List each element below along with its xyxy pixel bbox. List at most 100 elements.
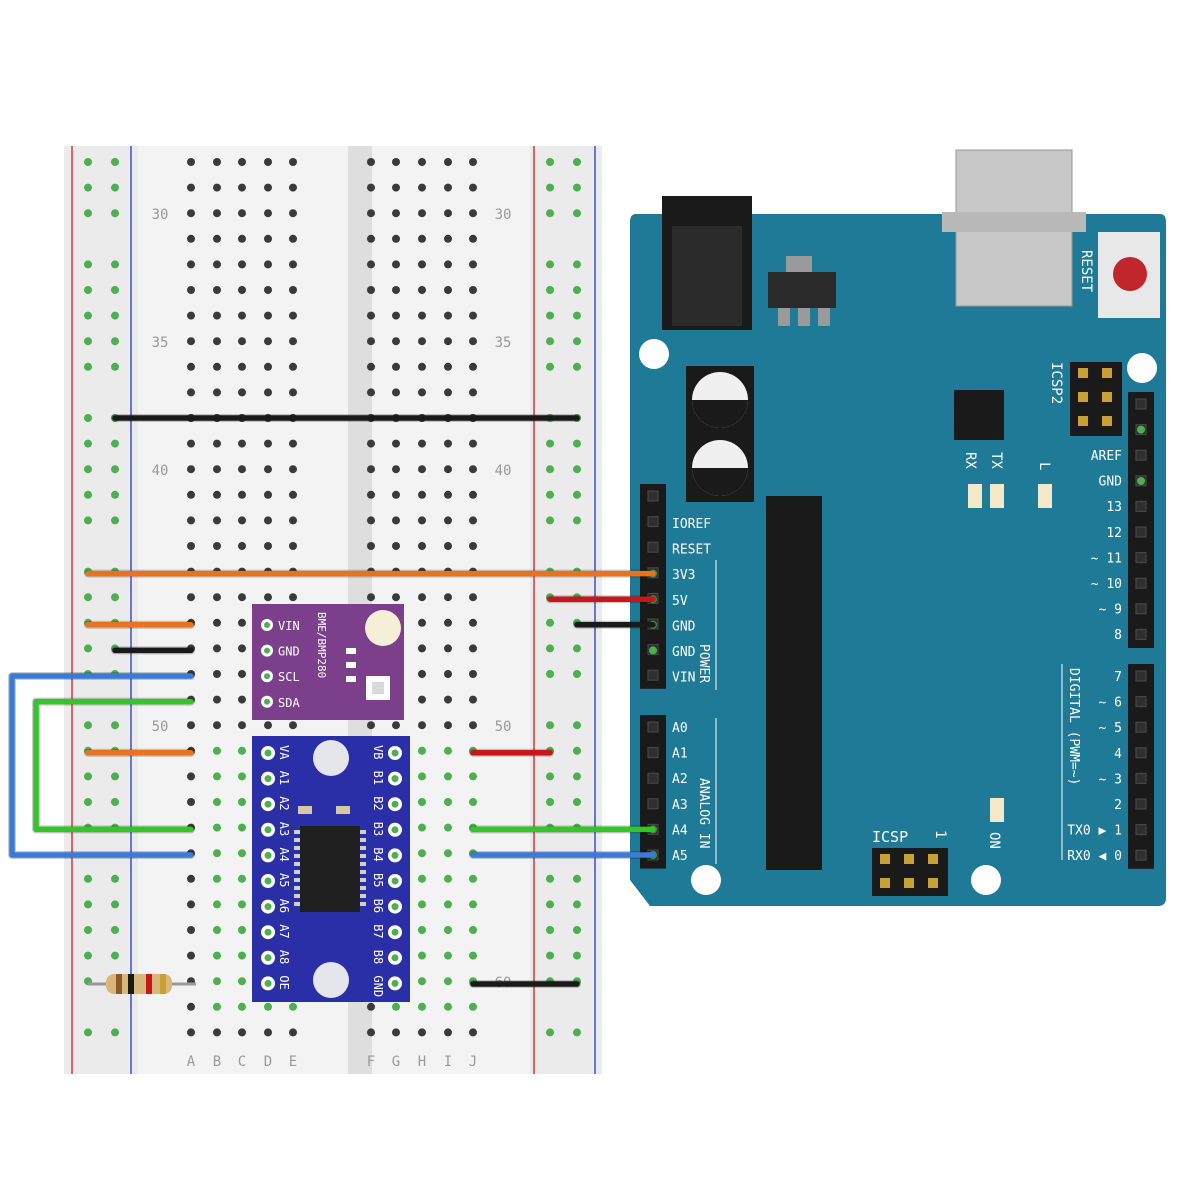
- rail-hole: [546, 337, 554, 346]
- rail-hole: [573, 926, 581, 934]
- bme280-pin-label: VIN: [278, 619, 300, 633]
- breadboard-hole: [444, 209, 452, 218]
- breadboard-hole: [469, 951, 477, 960]
- icsp2-pin: [1078, 368, 1088, 378]
- status-led: [990, 484, 1004, 508]
- breadboard-hole: [444, 362, 452, 371]
- rail-hole: [111, 951, 119, 960]
- icsp2-pin: [1078, 392, 1088, 402]
- row-number-left: 30: [152, 207, 169, 223]
- breadboard-hole: [418, 439, 426, 448]
- rail-hole: [546, 772, 554, 781]
- breadboard-hole: [444, 670, 452, 678]
- breadboard-hole: [418, 849, 426, 858]
- mux-pin: [391, 775, 399, 783]
- breadboard-hole: [392, 439, 400, 448]
- breadboard-hole: [418, 311, 426, 320]
- rail-hole: [573, 158, 581, 166]
- breadboard-hole: [213, 746, 221, 755]
- breadboard-hole: [444, 1002, 452, 1011]
- breadboard-hole: [367, 183, 375, 192]
- mux-mount-hole-bottom: [313, 962, 349, 998]
- icsp2-pin: [1102, 368, 1112, 378]
- breadboard-hole: [367, 209, 375, 218]
- mux-chip-lead: [294, 894, 300, 898]
- mux-pin: [391, 903, 399, 911]
- breadboard-hole: [187, 439, 195, 448]
- breadboard-hole: [444, 311, 452, 320]
- breadboard-hole: [444, 337, 452, 346]
- breadboard-hole: [187, 593, 195, 602]
- icsp2-pin: [1102, 392, 1112, 402]
- rail-hole: [84, 1028, 92, 1037]
- mux-chip-lead: [360, 830, 366, 834]
- breadboard-hole: [187, 721, 195, 730]
- mux-chip-lead: [360, 902, 366, 906]
- rail-hole: [546, 158, 554, 166]
- breadboard-hole: [238, 593, 246, 602]
- breadboard-hole: [444, 926, 452, 934]
- breadboard-hole: [444, 746, 452, 755]
- breadboard-hole: [418, 772, 426, 781]
- power-pin-label: 5V: [672, 594, 688, 609]
- rail-hole: [84, 158, 92, 166]
- breadboard-hole: [392, 337, 400, 346]
- breadboard-hole: [238, 209, 246, 218]
- mux-pin: [391, 877, 399, 885]
- breadboard-hole: [418, 337, 426, 346]
- breadboard-hole: [289, 337, 297, 346]
- rail-hole: [84, 311, 92, 320]
- breadboard-hole: [213, 900, 221, 909]
- icsp2-pin: [1102, 416, 1112, 426]
- rail-hole: [84, 772, 92, 781]
- rail-hole: [573, 362, 581, 371]
- breadboard-hole: [238, 926, 246, 934]
- atmega-chip: [766, 496, 822, 870]
- breadboard-hole: [367, 465, 375, 474]
- breadboard-hole: [444, 260, 452, 269]
- breadboard-hole: [289, 593, 297, 602]
- rail-hole: [573, 183, 581, 192]
- rail-hole: [84, 414, 92, 422]
- breadboard-hole: [289, 362, 297, 371]
- mux-pin-label-right: VB: [371, 745, 385, 759]
- rail-hole: [84, 490, 92, 499]
- resistor-band: [146, 974, 152, 994]
- mux-smd-part: [336, 806, 350, 814]
- mux-pin-label-left: A6: [277, 899, 291, 913]
- breadboard-hole: [444, 234, 452, 243]
- rail-hole: [573, 798, 581, 806]
- rail-hole: [546, 900, 554, 909]
- header-socket: [1135, 603, 1147, 615]
- breadboard-hole: [469, 260, 477, 269]
- reset-button[interactable]: [1113, 257, 1147, 291]
- rail-hole: [573, 439, 581, 448]
- breadboard-hole: [367, 311, 375, 320]
- breadboard-hole: [289, 234, 297, 243]
- breadboard-hole: [444, 772, 452, 781]
- header-socket: [1135, 552, 1147, 564]
- icsp2-header: [1070, 362, 1122, 436]
- breadboard-hole: [238, 337, 246, 346]
- rail-hole: [111, 260, 119, 269]
- resistor: [106, 974, 172, 994]
- breadboard-hole: [469, 644, 477, 653]
- dc-jack-inner: [672, 226, 742, 326]
- breadboard-hole: [238, 644, 246, 653]
- rail-hole: [84, 516, 92, 525]
- bme280-pin: [264, 698, 270, 705]
- breadboard-hole: [469, 900, 477, 909]
- breadboard-hole: [213, 362, 221, 371]
- rail-hole: [111, 900, 119, 909]
- mux-chip-lead: [294, 886, 300, 890]
- analog-pin-label: A0: [672, 721, 688, 736]
- breadboard-hole: [238, 311, 246, 320]
- power-pin-label: IOREF: [672, 517, 711, 532]
- mux-pin-label-left: A7: [277, 924, 291, 938]
- breadboard-hole: [238, 183, 246, 192]
- mux-pin-label-left: A3: [277, 822, 291, 836]
- pin-header: [640, 715, 666, 869]
- breadboard-hole: [187, 465, 195, 474]
- breadboard-hole: [444, 490, 452, 499]
- bme280-title: BME/BMP280: [315, 612, 328, 678]
